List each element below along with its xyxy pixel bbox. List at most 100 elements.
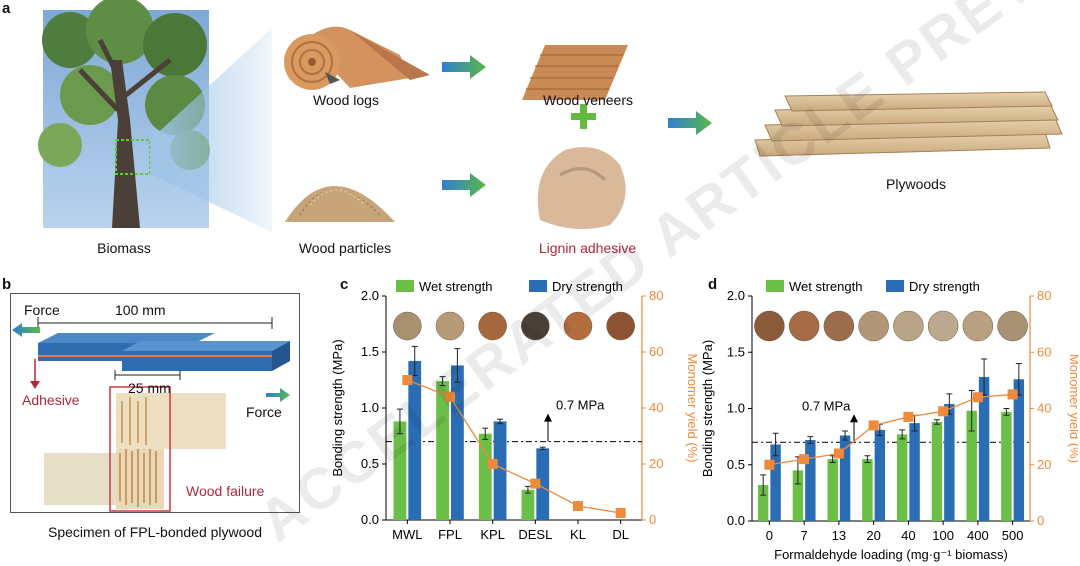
monomer-yield-point [938, 406, 949, 417]
panel-b-caption: Specimen of FPL-bonded plywood [47, 524, 263, 540]
bar [478, 433, 492, 520]
y-tick-label: 1.5 [727, 344, 745, 359]
panel-c-label: c [340, 276, 349, 293]
bar [827, 459, 838, 521]
monomer-yield-line [407, 379, 621, 514]
x-tick-label: 20 [866, 528, 880, 543]
sample-disk-photo [858, 310, 889, 342]
y-tick-label: 2.0 [361, 288, 379, 303]
x-tick-label: 0 [766, 528, 773, 543]
monomer-yield-point [972, 392, 983, 403]
lignin-adhesive-image [537, 147, 626, 229]
bar [839, 435, 851, 521]
threshold-arrow-head [544, 413, 552, 422]
length-100-label: 100 mm [115, 302, 166, 318]
x-tick-label: KPL [480, 527, 505, 542]
force-label-left: Force [24, 302, 60, 318]
legend-swatch [766, 280, 784, 292]
sample-disk-photo [788, 310, 820, 342]
sample-disk-photo [997, 310, 1028, 342]
bar [874, 429, 886, 521]
threshold-arrow-head [850, 414, 858, 423]
wood-failure-label: Wood failure [186, 483, 265, 499]
monomer-yield-point [615, 508, 626, 518]
x-tick-label: FPL [438, 527, 462, 542]
force-label-right: Force [246, 404, 282, 420]
bar [408, 360, 422, 520]
y-right-tick-label: 40 [649, 400, 663, 415]
threshold-label: 0.7 MPa [556, 398, 605, 413]
panel-a-label: a [2, 0, 11, 17]
y-tick-label: 1.5 [361, 344, 379, 359]
bar [931, 422, 943, 521]
bar [1013, 379, 1025, 521]
y-tick-label: 1.0 [361, 400, 379, 415]
monomer-yield-line [769, 393, 1013, 466]
y-right-tick-label: 80 [649, 288, 663, 303]
bar [862, 459, 873, 521]
panel-d-label: d [708, 276, 718, 293]
caption-lignin-adhesive: Lignin adhesive [538, 240, 637, 256]
sample-disk-photo [606, 311, 635, 341]
wood-particles-image [285, 186, 395, 222]
adhesive-label: Adhesive [22, 392, 80, 408]
y-right-tick-label: 0 [649, 512, 656, 527]
x-tick-label: DL [612, 527, 629, 542]
y-tick-label: 0.0 [727, 513, 745, 528]
legend-swatch [529, 280, 547, 292]
monomer-yield-point [487, 459, 498, 469]
x-axis-title: Formaldehyde loading (mg·g⁻¹ biomass) [774, 547, 1008, 562]
sample-disk-photo [927, 310, 959, 342]
x-tick-label: MWL [392, 527, 422, 542]
x-tick-label: 100 [932, 528, 954, 543]
plus-icon [571, 104, 596, 129]
bar [436, 381, 449, 520]
legend-label: Dry strength [552, 280, 623, 294]
bar [792, 470, 804, 521]
monomer-yield-point [573, 501, 583, 511]
arrow-icon [442, 55, 486, 79]
bar [521, 489, 535, 520]
bar [770, 444, 781, 521]
y-tick-label: 0.5 [361, 456, 379, 471]
y-right-tick-label: 40 [1037, 401, 1051, 416]
bar [966, 410, 977, 521]
x-tick-label: DESL [518, 527, 552, 542]
sample-disk-photo [478, 311, 507, 341]
monomer-yield-point [445, 391, 455, 402]
monomer-yield-point [530, 478, 541, 489]
monomer-yield-point [764, 459, 775, 470]
monomer-yield-point [868, 420, 879, 431]
wood-log-image [284, 26, 430, 90]
x-tick-label: 40 [901, 528, 915, 543]
arrow-icon [668, 111, 712, 135]
monomer-yield-point [1007, 389, 1018, 400]
x-tick-label: 400 [967, 528, 989, 543]
legend-label: Wet strength [789, 280, 862, 294]
caption-wood-veneers: Wood veneers [542, 92, 633, 108]
caption-wood-particles: Wood particles [298, 240, 392, 256]
wood-veneer-image [522, 45, 628, 100]
caption-wood-logs: Wood logs [313, 92, 379, 108]
monomer-yield-point [799, 454, 810, 465]
x-tick-label: KL [570, 527, 586, 542]
legend-swatch [886, 280, 904, 292]
bar [1001, 411, 1012, 521]
bar [757, 485, 769, 521]
length-25-label: 25 mm [128, 380, 171, 396]
sample-disk-photo [893, 310, 924, 342]
y-axis-title: Bonding strength (MPa) [330, 339, 345, 476]
bar [536, 448, 550, 520]
y-tick-label: 1.0 [727, 401, 745, 416]
bar [978, 377, 990, 521]
legend-label: Dry strength [909, 280, 980, 294]
legend-swatch [396, 280, 414, 292]
y-right-tick-label: 0 [1037, 513, 1044, 528]
caption-biomass: Biomass [97, 240, 151, 256]
bar [393, 421, 407, 520]
x-tick-label: 7 [801, 528, 808, 543]
bar [944, 404, 955, 521]
arrow-icon [442, 173, 486, 197]
